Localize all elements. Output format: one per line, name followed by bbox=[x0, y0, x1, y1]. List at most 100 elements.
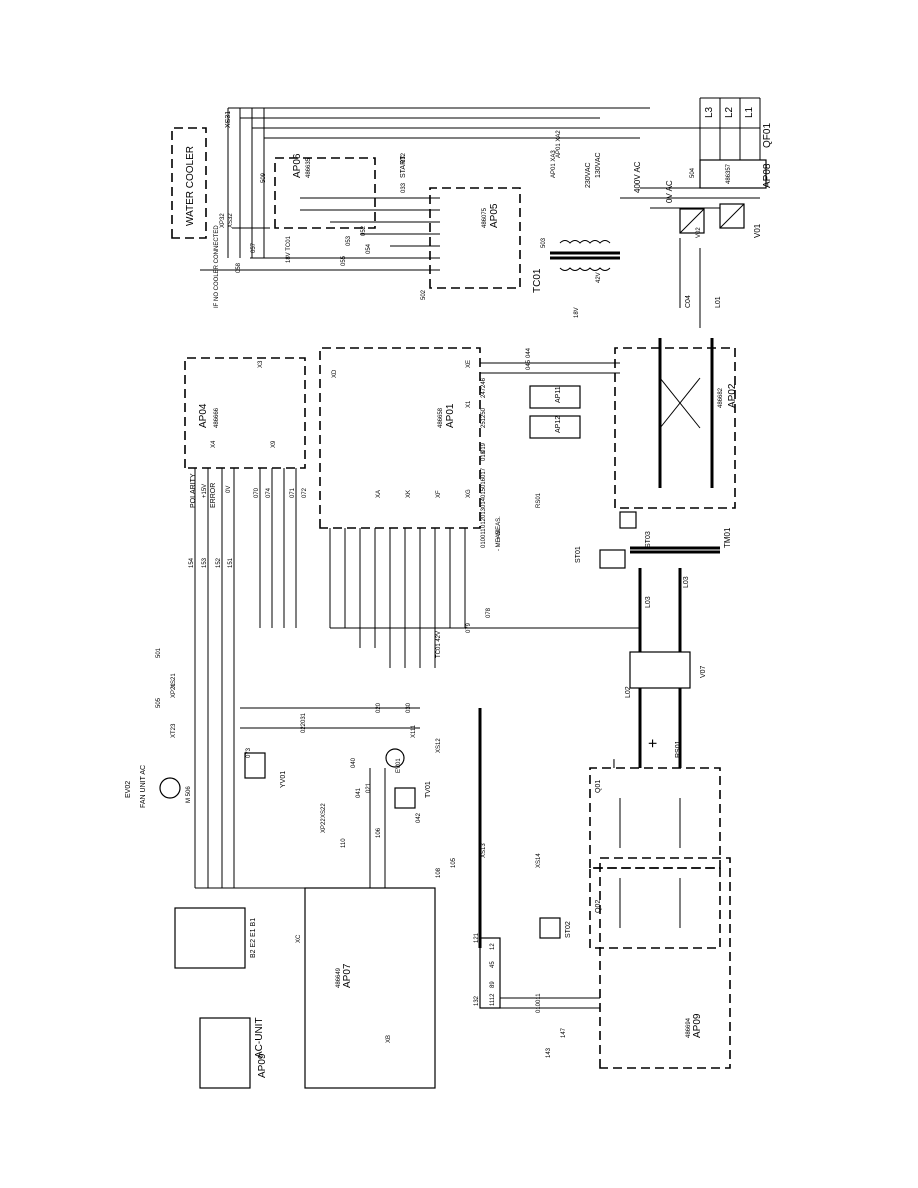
xg-label: XG bbox=[466, 489, 472, 498]
tm01-label: TM01 bbox=[723, 527, 732, 548]
ap07-label: AP07 bbox=[342, 963, 353, 988]
xt23-label: XT23 bbox=[171, 723, 177, 738]
xs13-label: XS13 bbox=[481, 843, 487, 858]
ap01-xa3-label: AP01 XA3 bbox=[551, 150, 557, 178]
xe-label: XE bbox=[466, 360, 472, 368]
wire-012-label: 012 bbox=[481, 517, 487, 528]
x3-label: X3 bbox=[258, 360, 264, 368]
ap04-label: AP04 bbox=[198, 403, 209, 428]
b2e2e1b1-label: B2 E2 E1 B1 bbox=[250, 918, 257, 958]
wire-072-label: 072 bbox=[302, 487, 308, 498]
ap02-code: 486682 bbox=[718, 387, 724, 408]
meas-minus-label: - MEAS. bbox=[496, 528, 502, 551]
ap06-board: AP06 486635 START 032 033 509 18V TC01 bbox=[261, 152, 407, 263]
ap01-label: AP01 bbox=[445, 403, 456, 428]
q02-label: Q02 bbox=[595, 900, 602, 913]
ap09-board: AP09 486694 011 010 147 143 12 45 89 111… bbox=[474, 857, 731, 1069]
tv01-label: TV01 bbox=[425, 781, 432, 798]
rs01-label: RS01 bbox=[675, 740, 682, 758]
wire-151-label: 151 bbox=[228, 557, 234, 568]
xa-label: XA bbox=[376, 490, 382, 498]
x4-label: X4 bbox=[211, 440, 217, 448]
v02-label: V02 bbox=[696, 227, 702, 238]
tc01-label: TC01 bbox=[532, 268, 543, 293]
wire-055-label: 055 bbox=[341, 255, 347, 266]
wire-016-label: 016 bbox=[481, 477, 487, 488]
ap04-code: 486666 bbox=[214, 407, 220, 428]
qf01-breaker: QF01 L1 L2 L3 bbox=[699, 97, 773, 168]
wire-147-label: 147 bbox=[561, 1027, 567, 1038]
meas-plus-label: + MEAS. bbox=[496, 516, 502, 540]
power-stage: TM01 L03 L03 V07 L02 + – RS01 bbox=[605, 527, 732, 768]
v130-label: 130VAC bbox=[595, 152, 602, 178]
water-cooler-label: WATER COOLER bbox=[185, 146, 196, 226]
wire-044-label: 044 bbox=[526, 347, 532, 358]
ap08-code: 486357 bbox=[726, 163, 732, 184]
ap02-label: AP02 bbox=[727, 383, 738, 408]
wire-250-label: 250 bbox=[481, 407, 487, 418]
wire-108-label: 108 bbox=[436, 867, 442, 878]
v07-label: V07 bbox=[700, 665, 707, 678]
wire-013-label: 013 bbox=[481, 507, 487, 518]
ap01-code: 486658 bbox=[438, 407, 444, 428]
ap11-label: AP11 bbox=[555, 386, 562, 403]
l03-label-b: L03 bbox=[645, 596, 652, 608]
wire-502-label: 502 bbox=[421, 289, 427, 300]
wire-153-label: 153 bbox=[202, 557, 208, 568]
ap02-board: AP02 486682 L01 C04 ST01 ST03 bbox=[575, 295, 738, 569]
wire-504-label: 504 bbox=[690, 167, 696, 178]
wire-503-label: 503 bbox=[541, 237, 547, 248]
wire-071-label: 071 bbox=[290, 487, 296, 498]
plus15-label: +15V bbox=[202, 484, 208, 498]
ac-unit-inset: AC-UNIT AP09 B2 E2 E1 B1 bbox=[174, 907, 268, 1089]
supply-buses bbox=[227, 107, 760, 258]
ap09-code: 486694 bbox=[686, 1017, 692, 1038]
xs31-label: XS31 bbox=[225, 111, 232, 128]
wire-110-label: 110 bbox=[341, 838, 347, 848]
xs14-label: XS14 bbox=[536, 853, 542, 868]
ap07-code: 486649 bbox=[336, 967, 342, 988]
x1-label: X1 bbox=[466, 400, 472, 408]
fan-unit-label: FAN UNIT AC bbox=[140, 765, 147, 808]
v01-label: V01 bbox=[753, 223, 762, 238]
ev01-label: EV01 bbox=[396, 758, 402, 773]
x9-label: X9 bbox=[271, 440, 277, 448]
q02-module: Q02 ST02 XS13 XS14 bbox=[481, 843, 721, 949]
wire-509-label: 509 bbox=[261, 172, 267, 183]
m506-label: M 506 bbox=[186, 786, 192, 803]
xp21-label: XP21 bbox=[171, 683, 177, 698]
ap09-inset-label: AP09 bbox=[257, 1053, 268, 1078]
wire-246-label: 246 bbox=[481, 377, 487, 388]
l01-label: L01 bbox=[715, 296, 722, 308]
plus-terminal: + bbox=[645, 739, 662, 748]
ap06-label: AP06 bbox=[292, 153, 303, 178]
wire-054-label: 054 bbox=[366, 243, 372, 254]
c04-label: C04 bbox=[685, 295, 692, 308]
wire-073-label: 073 bbox=[246, 747, 252, 758]
interconnect bbox=[195, 528, 640, 948]
wire-010-label: 010 bbox=[481, 537, 487, 548]
wire-132-label: 132 bbox=[474, 995, 480, 1006]
xf-label: XF bbox=[436, 490, 442, 498]
wire-052-label: 052 bbox=[361, 225, 367, 236]
wire-058-label: 058 bbox=[236, 262, 242, 273]
wire-011-label: 011 bbox=[481, 528, 487, 538]
wire-017-label: 017 bbox=[481, 467, 487, 478]
wire-018-label: 018 bbox=[481, 450, 487, 461]
wire-070-label: 070 bbox=[254, 487, 260, 498]
ap05-board: AP05 486075 052 053 054 055 057 058 502 bbox=[200, 187, 521, 300]
v18-tc01-label: 18V TC01 bbox=[286, 235, 292, 263]
q01-label: Q01 bbox=[595, 780, 602, 793]
ap01-board: AP01 486658 XE XD X1 XG XF XK XA AP11 AP… bbox=[319, 347, 620, 551]
wire-021-label: 021 bbox=[366, 782, 372, 793]
ap09-label: AP09 bbox=[692, 1013, 703, 1038]
l02-label: L02 bbox=[625, 686, 632, 698]
q01-module: Q01 bbox=[589, 767, 721, 869]
tc01-transformer: TC01 130VAC 230VAC AP01 XA2 AP01 XA3 42V… bbox=[532, 130, 620, 318]
wire-011-bottom: 011 bbox=[536, 993, 542, 1003]
wire-074-label: 074 bbox=[266, 487, 272, 498]
wire-045-label: 045 bbox=[526, 359, 532, 370]
l3-label: L3 bbox=[704, 106, 715, 118]
l1-label: L1 bbox=[744, 106, 755, 118]
